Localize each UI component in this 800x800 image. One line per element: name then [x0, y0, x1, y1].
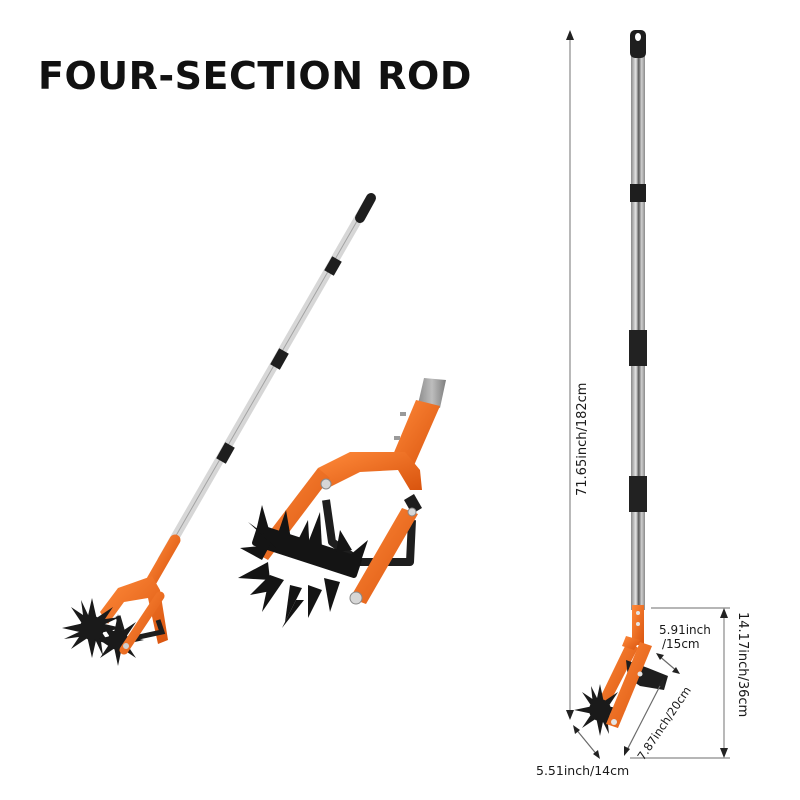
label-head-width-inch: 5.91inch: [659, 623, 711, 637]
label-total-length: 71.65inch/182cm: [575, 382, 590, 496]
page-title: FOUR-SECTION ROD: [38, 54, 472, 98]
dimension-total-length: [566, 30, 574, 720]
full-tool-angled-view: [62, 193, 376, 666]
label-head-width-cm: /15cm: [662, 637, 700, 651]
dimension-head-height: [630, 607, 730, 759]
dimension-head-width: [656, 653, 680, 674]
full-tool-upright-dimension-view: [566, 30, 730, 759]
label-head-height: 14.17inch/36cm: [735, 612, 750, 718]
dimension-wheel-width: [573, 725, 600, 759]
dimension-arm-length: [624, 678, 664, 756]
label-wheel-width: 5.51inch/14cm: [536, 763, 630, 778]
head-closeup-view: [238, 378, 446, 628]
